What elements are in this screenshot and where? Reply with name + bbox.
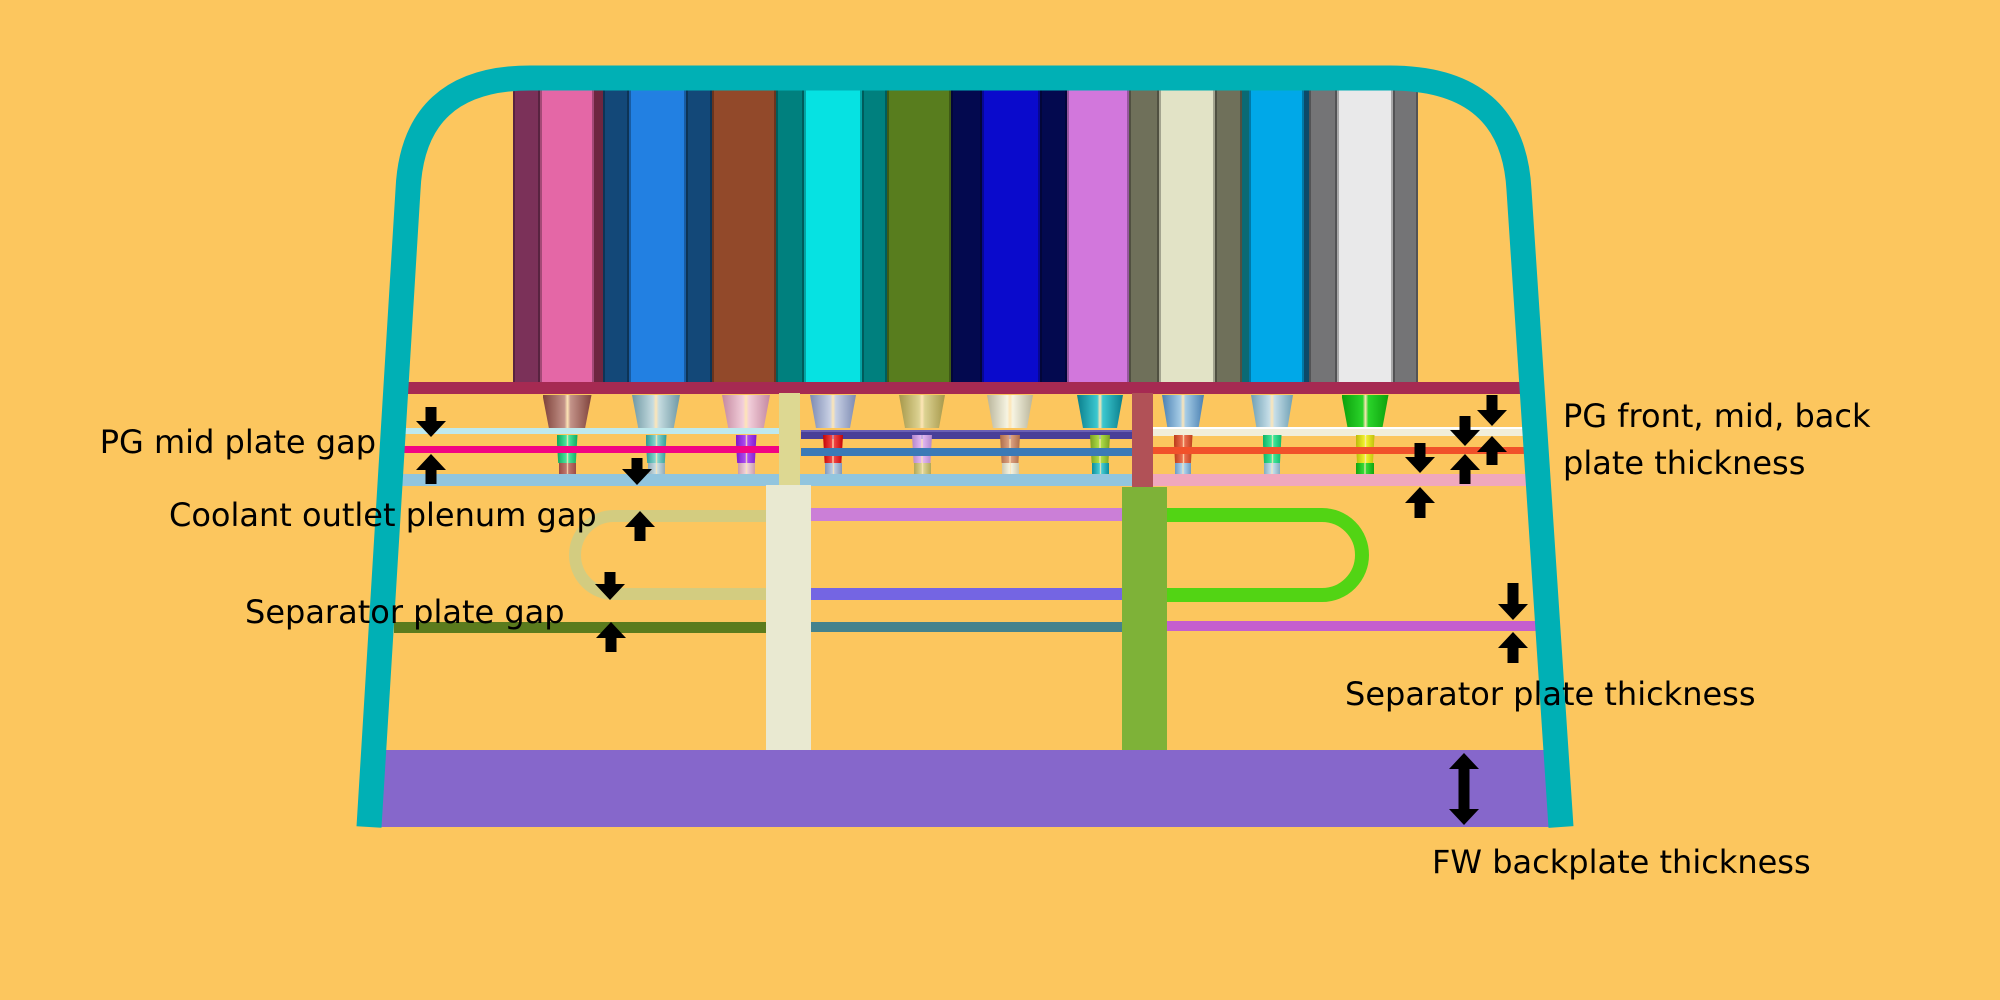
pg-mid-gap-down-arrow [416,407,446,437]
breeder-pin-stripe [1242,88,1249,383]
pg-mid-up-arrow [1450,454,1480,484]
fw-backplate-double-arrow [1449,753,1479,825]
breeder-pin-head [810,395,856,428]
pin-stub [1356,463,1374,475]
pg-top-back-bar [398,382,1528,394]
teal-pipe-mid [811,622,1122,632]
label-pg-front-mid-back-plate-thickness-text: PG front, mid, back [1563,397,1871,435]
pg-back-up-arrow [1405,487,1435,518]
pg-front-plate-right [1153,427,1529,436]
separator-thickness-up-arrow [1498,632,1528,663]
pg-mid-plate-right [1153,447,1529,454]
breeder-pin-stripe [887,88,951,383]
breeder-pin-stripe [1337,88,1393,383]
breeder-pin-stripe [1304,88,1309,383]
breeder-pin-head [1077,395,1123,428]
separator-plate-left [394,622,766,633]
label-separator-plate-gap-text: Separator plate gap [245,593,565,631]
slate-plate-mid [801,430,1132,439]
pin-stub [558,463,576,475]
fw-backplate [377,750,1549,827]
breeder-pin-stripe [1159,88,1215,383]
label-fw-backplate-thickness: FW backplate thickness [1432,839,1811,886]
breeder-pin-stripe [686,88,712,383]
breeder-pin-stripe [1129,88,1159,383]
breeder-pin-stripe [862,88,887,383]
label-separator-plate-thickness-text: Separator plate thickness [1345,675,1756,713]
pin-stub [1091,463,1109,475]
pin-stub [824,463,842,475]
separator-plate-right [1167,621,1545,631]
breeder-pin-head [1341,395,1389,428]
slate-purple-pipe-mid [811,588,1122,600]
breeder-pin-stripe [1067,88,1129,383]
pg-back-plate-right [1153,474,1536,486]
breeder-pin-stripe [982,88,1040,383]
coolant-outlet-plenum-plate [398,474,1132,486]
breeder-pin-head [722,395,770,428]
breeder-pin-stripe [1249,88,1304,383]
label-coolant-outlet-plenum-gap: Coolant outlet plenum gap [169,492,597,539]
breeder-pin-head [632,395,680,428]
pg-mid-down-arrow [1450,416,1480,446]
beige-stiffener-upper [779,393,800,485]
pin-stub [1001,463,1019,475]
beige-stiffener-lower [766,485,811,750]
green-stiffener-lower [1122,487,1167,750]
pin-stub [1264,463,1280,475]
coolant-loop-right [1167,508,1369,602]
plenum-gap-down-arrow [622,458,652,485]
separator-thickness-down-arrow [1498,583,1528,620]
breeder-pin-head [899,395,945,428]
module-outer-wall [356,65,1574,828]
plenum-gap-up-arrow [625,511,655,541]
breeder-pin-stripe [540,88,594,383]
pin-stub [737,463,755,475]
breeder-pin-stripe [951,88,982,383]
label-fw-backplate-thickness-text: FW backplate thickness [1432,843,1811,881]
breeder-pin-stripe [712,88,776,383]
pale-cyan-plate-left [400,428,779,434]
label-pg-mid-plate-gap-text: PG mid plate gap [99,423,376,461]
breeder-pin-head [542,395,592,428]
label-pg-front-mid-back-plate-thickness-text: plate thickness [1563,444,1806,482]
breeder-pin-stripe [603,88,629,383]
breeder-pin-stripe [629,88,686,383]
breeder-pin-head [1162,395,1204,428]
steel-blue-plate-mid [801,448,1132,456]
label-coolant-outlet-plenum-gap-text: Coolant outlet plenum gap [169,496,597,534]
separator-gap-up-arrow [596,622,626,652]
breeder-pin-stripe [594,88,603,383]
pin-stub [913,463,931,475]
label-pg-mid-plate-gap: PG mid plate gap [100,419,376,466]
pg-front-up-arrow [1477,436,1507,465]
breeder-pin-stripe [1040,88,1067,383]
pg-back-down-arrow [1405,443,1435,473]
pg-mid-gap-up-arrow [416,454,446,484]
pin-stub [1175,463,1191,475]
maroon-stiffener-upper [1132,393,1153,487]
separator-gap-down-arrow [595,572,625,600]
label-separator-plate-gap: Separator plate gap [245,589,565,636]
magenta-mid-plate-left [400,446,779,453]
label-separator-plate-thickness: Separator plate thickness [1345,671,1756,718]
breeder-pin-head [1251,395,1293,428]
breeder-pin-stripe [1215,88,1242,383]
coolant-loop-left [569,510,766,600]
breeder-pin-head [987,395,1033,428]
pg-front-down-arrow [1477,395,1507,426]
pin-stub [647,463,665,475]
breeder-pin-stripe [776,88,804,383]
orchid-pipe-mid [811,508,1122,521]
breeder-pin-stripe [1309,88,1337,383]
breeder-pin-stripe [513,88,540,383]
label-pg-front-mid-back-plate-thickness: PG front, mid, back plate thickness [1563,393,1871,487]
breeder-pin-stripe [804,88,862,383]
breeder-pin-stripe [1393,88,1418,383]
